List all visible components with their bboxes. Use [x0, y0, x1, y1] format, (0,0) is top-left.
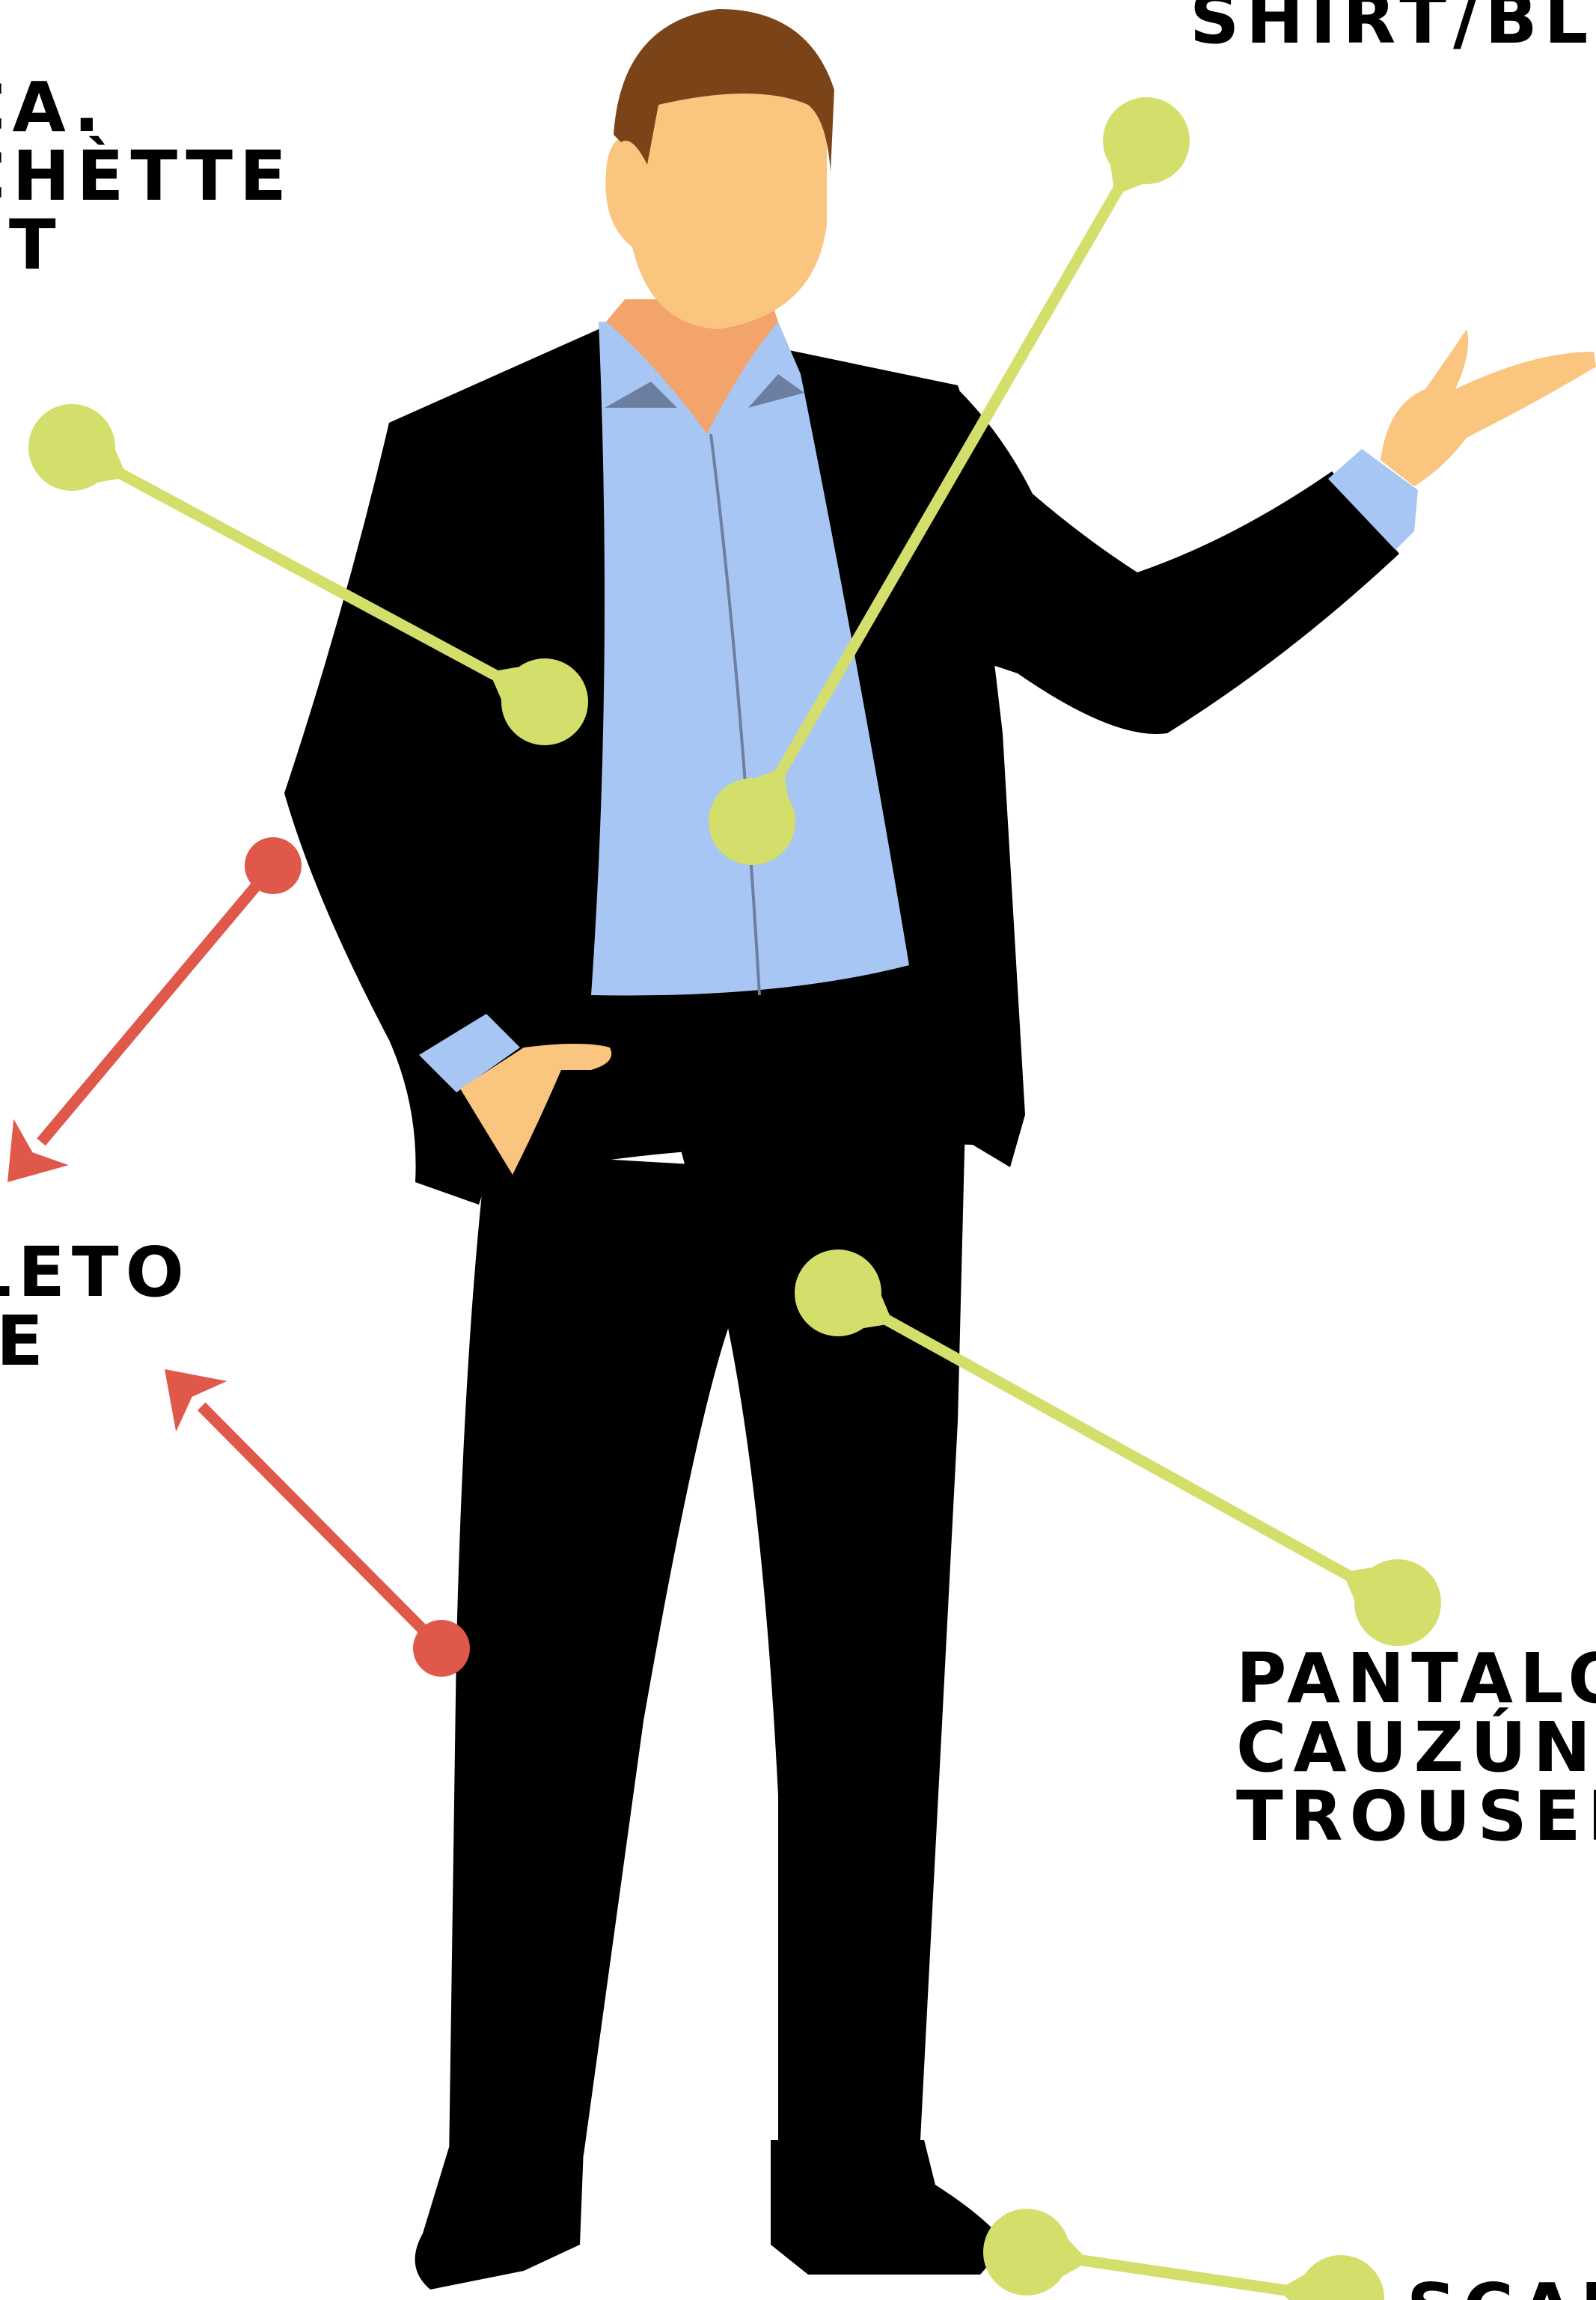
label-jacket-line-1: CA.: [0, 73, 293, 142]
label-trousers-line-2: CAUZÚNI: [1236, 1713, 1596, 1782]
label-jacket-line-2: CHÈTTE: [0, 142, 293, 211]
label-shoes-line-1: SCAR: [1407, 2275, 1596, 2300]
label-suit: PLETO ÎTE: [0, 1238, 191, 1376]
label-trousers-line-3: TROUSER: [1236, 1782, 1596, 1851]
label-jacket: CA. CHÈTTE ET: [0, 73, 293, 280]
label-shirt: SHIRT/BL: [1190, 0, 1595, 54]
label-shoes: SCAR: [1407, 2275, 1596, 2300]
label-suit-line-2: ÎTE: [0, 1307, 191, 1376]
label-suit-line-1: PLETO: [0, 1238, 191, 1307]
label-shirt-line-1: SHIRT/BL: [1190, 0, 1595, 54]
label-trousers: PANTALO CAUZÚNI TROUSER: [1236, 1645, 1596, 1851]
label-jacket-line-3: ET: [0, 211, 293, 280]
label-trousers-line-1: PANTALO: [1236, 1645, 1596, 1713]
